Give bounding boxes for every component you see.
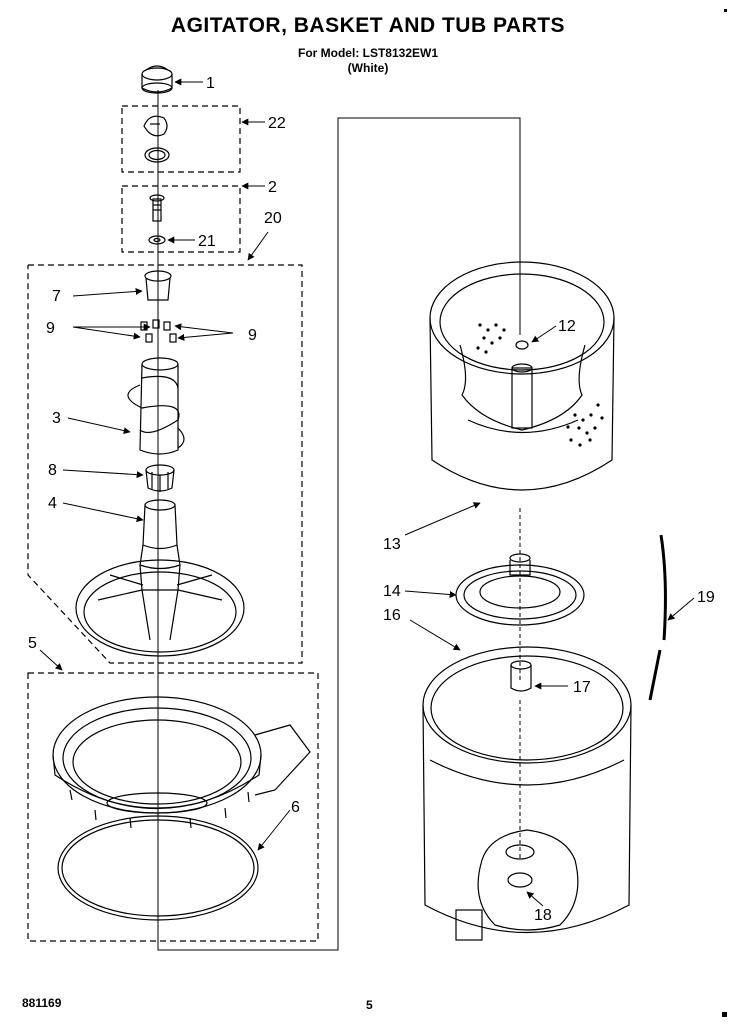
callout-1: 1 bbox=[206, 75, 215, 92]
model-line: For Model: LST8132EW1 bbox=[297, 46, 439, 60]
page-title: AGITATOR, BASKET AND TUB PARTS bbox=[170, 14, 566, 37]
document-number: 881169 bbox=[22, 996, 62, 1010]
group-box-5 bbox=[27, 672, 319, 942]
callout-22: 22 bbox=[268, 115, 286, 132]
agitator-base-icon bbox=[75, 499, 245, 657]
gasket-icon bbox=[57, 815, 259, 921]
callout-9-left: 9 bbox=[46, 320, 55, 337]
callout-5: 5 bbox=[28, 635, 37, 652]
dog-cam-icon bbox=[144, 270, 172, 301]
callout-2: 2 bbox=[268, 179, 277, 196]
group-box-20 bbox=[27, 264, 303, 664]
cam-and-o-ring-icon bbox=[143, 115, 170, 163]
callout-8: 8 bbox=[48, 462, 57, 479]
drive-bell-icon bbox=[145, 464, 175, 492]
alignment-lines bbox=[157, 90, 521, 951]
callout-18: 18 bbox=[534, 907, 552, 924]
basket-holes-pattern bbox=[476, 323, 604, 447]
leader-lines bbox=[39, 78, 695, 907]
callout-13: 13 bbox=[383, 536, 401, 553]
callout-numbers: 1 22 2 21 20 7 9 9 3 8 4 5 6 12 13 14 16… bbox=[28, 75, 715, 924]
tub-ring-icon bbox=[52, 696, 311, 829]
callout-4: 4 bbox=[48, 495, 57, 512]
bolt-and-washer-icon bbox=[148, 194, 166, 245]
callout-3: 3 bbox=[52, 410, 61, 427]
auger-icon bbox=[127, 357, 185, 455]
agitator-cap-icon bbox=[141, 65, 173, 94]
callout-7: 7 bbox=[52, 288, 61, 305]
callout-19: 19 bbox=[697, 589, 715, 606]
page-number: 5 bbox=[366, 998, 373, 1012]
callout-21: 21 bbox=[198, 233, 216, 250]
callout-9-right: 9 bbox=[248, 327, 257, 344]
callout-16: 16 bbox=[383, 607, 401, 624]
callout-12: 12 bbox=[558, 318, 576, 335]
group-box-22 bbox=[121, 105, 241, 173]
callout-6: 6 bbox=[291, 799, 300, 816]
callout-14: 14 bbox=[383, 583, 401, 600]
callout-20: 20 bbox=[264, 210, 282, 227]
tub-bushing-icon bbox=[510, 660, 532, 692]
outer-tub-icon bbox=[422, 646, 632, 941]
wash-basket-icon bbox=[429, 261, 615, 491]
hose-icon bbox=[648, 534, 667, 701]
group-box-2 bbox=[121, 185, 241, 253]
color-line: (White) bbox=[347, 61, 389, 75]
registration-marks bbox=[722, 9, 727, 1017]
callout-17: 17 bbox=[573, 679, 591, 696]
